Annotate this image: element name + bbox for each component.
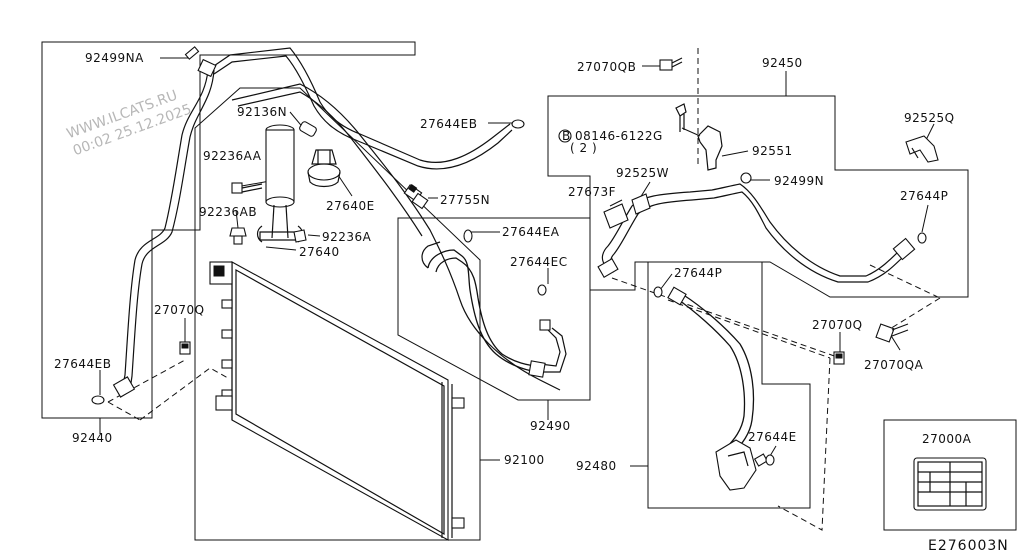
label-27644EC: 27644EC [510,255,568,269]
group-outline-92480 [647,261,811,509]
oring-27644EA [463,229,473,243]
oring-27644P-mid [653,286,663,298]
receiver-drier-92136N [256,121,317,243]
diagram-code: E276003N [928,538,1009,554]
sensor-27755N [403,183,429,210]
label-27755N: 27755N [440,193,490,207]
dashed-assembly-lines [107,48,941,531]
label-92136N: 92136N [237,105,287,119]
oring-27644EB-bottom [91,395,105,405]
label-27070QA: 27070QA [864,358,924,372]
label-92236AB: 92236AB [199,205,257,219]
label-27644EB-bottom: 27644EB [54,357,112,371]
label-27640E: 27640E [326,199,375,213]
bolt-27070Q-left [179,341,191,355]
group-outline-92450 [547,95,969,298]
part-labels: 92499NA 92136N 92236AA 27640E 92236AB 92… [54,51,972,473]
bolt-92236AA [231,182,263,194]
label-92450: 92450 [762,56,803,70]
oring-27644EB-top [511,119,525,129]
label-27644P-mid: 27644P [674,266,722,280]
group-outline-92490 [397,217,591,401]
oring-27644EC [537,284,547,296]
group-outline-27000A [883,419,1017,531]
group-outline-92440 [41,41,416,419]
ac-spec-label-27000A [913,457,987,511]
label-92499NA: 92499NA [85,51,144,65]
group-outline-92100 [194,87,481,541]
hose-92490 [421,229,567,378]
label-92525W: 92525W [616,166,669,180]
oring-27644P-right [917,232,927,244]
label-92236A: 92236A [322,230,372,244]
label-27000A: 27000A [922,432,972,446]
cap-92499N [740,172,752,184]
bolt-92236A [293,229,307,243]
label-92525Q: 92525Q [904,111,955,125]
label-27640: 27640 [299,245,340,259]
bolt-type-circle [558,129,572,143]
cap-92499NA [184,46,200,60]
label-08146-6122G: 08146-6122G [575,129,663,143]
label-27070Q-left: 27070Q [154,303,205,317]
bracket-92551 [675,103,723,171]
label-08146-prefix: B [562,129,571,143]
leader-lines [99,57,935,467]
label-92440: 92440 [72,431,113,445]
label-27070QB: 27070QB [577,60,636,74]
bolt-27070QA [875,323,909,343]
label-08146-qty: ( 2 ) [570,141,597,155]
label-92499N: 92499N [774,174,824,188]
pipe-92450 [597,172,927,283]
label-92100: 92100 [504,453,545,467]
label-92551: 92551 [752,144,793,158]
condenser-92100 [209,261,465,541]
label-27644P-right: 27644P [900,189,948,203]
clip-92525Q [905,135,939,163]
label-92490: 92490 [530,419,571,433]
bracket-27640E [307,149,341,188]
bolt-27070Q-right [833,351,845,365]
label-27673F: 27673F [568,185,616,199]
label-92480: 92480 [576,459,617,473]
watermark: WWW.ILCATS.RU 00:02 25.12.2025 [65,87,194,159]
hose-92480 [653,286,775,491]
bolt-27070QB [659,57,683,71]
label-27644EB-top: 27644EB [420,117,478,131]
clip-92525W [631,193,651,215]
label-92236AA: 92236AA [203,149,262,163]
label-27070Q-right: 27070Q [812,318,863,332]
oring-27644E [765,454,775,466]
label-27644EA: 27644EA [502,225,560,239]
label-27644E: 27644E [748,430,797,444]
bolt-92236AB [229,227,247,245]
clip-27673F [603,203,629,229]
